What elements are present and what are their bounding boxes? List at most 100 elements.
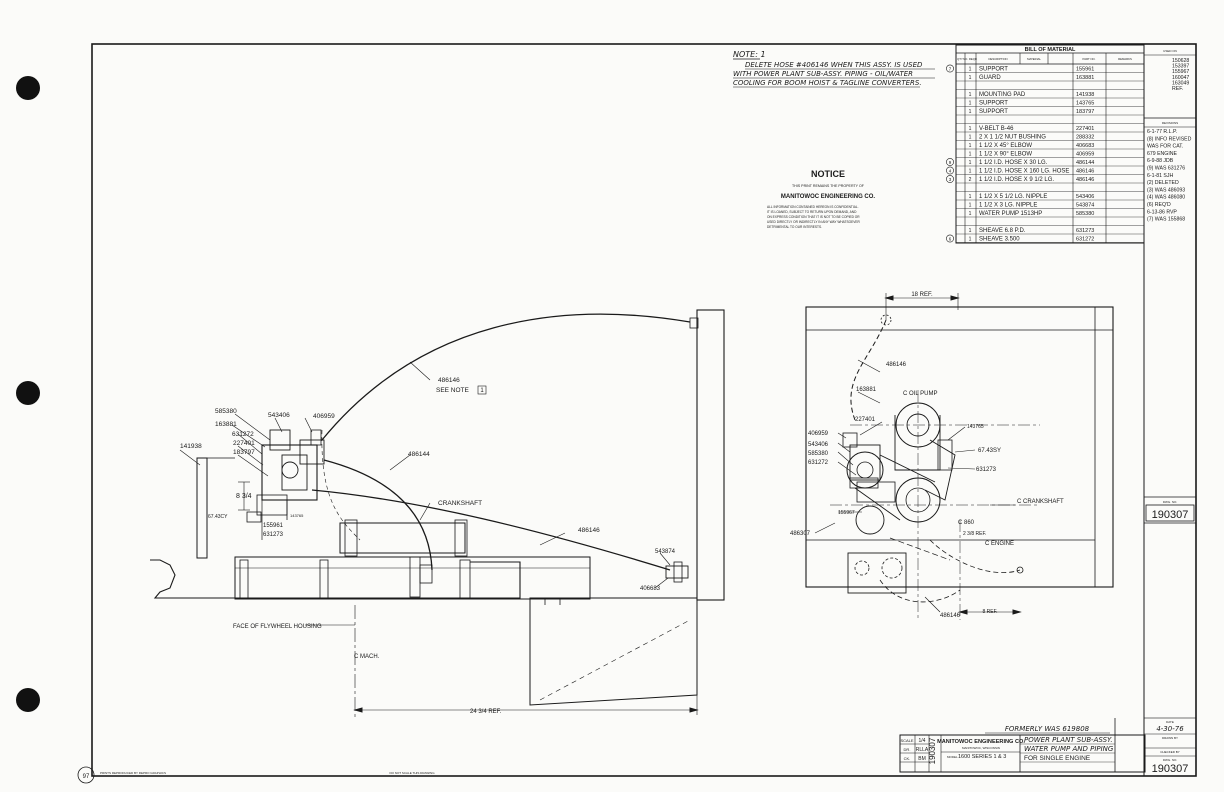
- tb-ck-label: CK.: [904, 756, 911, 761]
- notice-company: MANITOWOC ENGINEERING CO.: [781, 194, 876, 200]
- left-dim-8: 8 3/4: [236, 493, 252, 500]
- bom-row-description: SUPPORT: [979, 101, 1008, 107]
- right-hose-486146: [850, 319, 887, 421]
- bom-row-part-no: 227401: [1076, 126, 1094, 132]
- left-label-631273: 631273: [263, 532, 284, 538]
- bom-row-part-no: 155961: [1076, 67, 1094, 73]
- bom-row-description: 2 X 1 1/2 NUT BUSHING: [979, 135, 1046, 141]
- bom-row-part-no: 486146: [1076, 169, 1094, 175]
- left-pump-body: [261, 444, 318, 501]
- notice-body-3: ON EXPRESS CONDITION THAT IT IS NOT TO B…: [767, 215, 860, 219]
- bom-row-description: V-BELT B-46: [979, 126, 1014, 132]
- left-label-227401: 227401: [233, 440, 255, 447]
- tb-dwg-label: DWG. NO.: [1163, 758, 1177, 762]
- tb-vertical-dwg-no: 190307: [928, 737, 937, 764]
- punch-hole-top: [16, 76, 40, 100]
- right-label-631273: 631273: [976, 467, 997, 473]
- notice-body-1: ALL INFORMATION CONTAINED HEREON IS CONF…: [767, 205, 859, 209]
- left-label-543406: 543406: [268, 412, 290, 419]
- bom-header-material: MATERIAL: [1027, 57, 1041, 61]
- bom-row-qty: 1: [969, 152, 972, 158]
- bom-row-qty: 1: [969, 92, 972, 98]
- left-rail: [234, 556, 591, 600]
- left-label-406683: 406683: [640, 586, 661, 592]
- tb-dwg-no: 190307: [1152, 763, 1189, 775]
- left-label-183797: 183797: [233, 449, 255, 456]
- left-label-crankshaft: CRANKSHAFT: [438, 500, 482, 507]
- left-see-note-number: 1: [480, 388, 484, 394]
- bom-row-qty: 1: [969, 143, 972, 149]
- left-label-406959: 406959: [313, 413, 335, 420]
- used-on-item: 153397: [1172, 64, 1189, 70]
- tb-dr: RLLA: [916, 747, 929, 753]
- tb-scale-label: SCALE: [900, 738, 913, 743]
- notice-line1: THIS PRINT REMAINS THE PROPERTY OF: [792, 184, 865, 188]
- used-on-item: 160047: [1172, 75, 1189, 81]
- revision-note: 6-1-81 SJH: [1147, 173, 1173, 179]
- left-label-141938: 141938: [180, 443, 202, 450]
- bom-row-description: SHEAVE 6.8 P.D.: [979, 228, 1026, 234]
- left-frame-outline: [150, 559, 521, 599]
- bom-row-qty: 1: [969, 194, 972, 200]
- used-on-header: USED ON: [1163, 49, 1177, 53]
- tb-scale: 1/4: [919, 738, 926, 744]
- bom-row-qty: 1: [969, 135, 972, 141]
- tb-company: MANITOWOC ENGINEERING CO.: [937, 739, 1025, 745]
- bom-row-description: 1 1/2 I.D. HOSE X 9 1/2 LG.: [979, 177, 1054, 183]
- bom-row-description: 1 1/2 I.D. HOSE X 160 LG. HOSE: [979, 169, 1069, 175]
- left-label-486145: 486144: [408, 451, 430, 458]
- bom-row-part-no: 183797: [1076, 109, 1094, 115]
- tb-model-label: MODEL: [947, 755, 958, 759]
- hose-486144: [311, 489, 671, 571]
- right-view-labels: 18 REF. 486146 163881 C OIL PUMP 227401 …: [790, 292, 1064, 619]
- left-lower-tank: [529, 597, 698, 706]
- right-dim-860: C 860: [958, 520, 975, 526]
- left-label-631272: 631272: [232, 431, 254, 438]
- bom-row-qty: 1: [969, 109, 972, 115]
- right-label-163881: 163881: [856, 387, 877, 393]
- right-dim-2-3-8: 2 3/8 REF.: [963, 531, 986, 537]
- right-view: [805, 293, 1114, 620]
- bom-row-qty: 1: [969, 126, 972, 132]
- bom-header-qty: QTY: [957, 57, 963, 61]
- bom-title: BILL OF MATERIAL: [1025, 47, 1076, 53]
- tb-title-2: WATER PUMP AND PIPING: [1024, 745, 1114, 753]
- left-label-543874: 543874: [655, 549, 676, 555]
- right-crank-pulley: [855, 505, 885, 535]
- punch-hole-middle: [16, 381, 40, 405]
- bom-row-qty: 1: [969, 169, 972, 175]
- left-label-585380: 585380: [215, 408, 237, 415]
- dwg-no-header: DWG. NO.: [1163, 500, 1177, 504]
- note-line-1: DELETE HOSE #406146 WHEN THIS ASSY. IS U…: [745, 61, 923, 69]
- bom-row-description: SUPPORT: [979, 109, 1008, 115]
- right-dim-bottom: 8 REF.: [982, 609, 997, 615]
- footer-mid: DO NOT SCALE THIS DRAWING: [389, 771, 435, 775]
- notice-block: NOTICE THIS PRINT REMAINS THE PROPERTY O…: [767, 169, 875, 229]
- bom-row-part-no: 143765: [1076, 101, 1094, 107]
- revision-column: USED ON 150628153397155967160047163049RE…: [1143, 44, 1196, 776]
- left-label-486146-top: 486146: [438, 377, 460, 384]
- bom-row-part-no: 141938: [1076, 92, 1094, 98]
- note-line-3: COOLING FOR BOOM HOIST & TAGLINE CONVERT…: [733, 79, 922, 87]
- footer-left: PRINTS REPRODUCED BY REPRO GRAPHICS: [100, 771, 166, 775]
- bom-row-description: SHEAVE 3.500: [979, 237, 1020, 243]
- bom-row-qty: 1: [969, 237, 972, 243]
- tb-company-sub: MANITOWOC, WISCONSIN: [962, 746, 1000, 750]
- bom-row-callout-number: 6: [949, 236, 952, 241]
- notice-body-5: DETRIMENTAL TO OUR INTERESTS.: [767, 225, 822, 229]
- tb-dr-label: DR.: [904, 747, 911, 752]
- notice-body-4: USED DIRECTLY OR INDIRECTLY IN ANY WAY W…: [767, 220, 860, 224]
- revision-note: (3) WAS 486093: [1147, 187, 1185, 193]
- right-label-486146: 486146: [886, 362, 907, 368]
- revision-note: (2) DELETED: [1147, 180, 1179, 186]
- right-label-crankshaft: C CRANKSHAFT: [1017, 499, 1064, 505]
- right-label-engine: C ENGINE: [985, 541, 1014, 547]
- bom-row-part-no: 585380: [1076, 211, 1094, 217]
- title-block: FORMERLY WAS 619808 SCALE 1/4 DR. RLLA C…: [899, 717, 1197, 777]
- bom-row-part-no: 163881: [1076, 75, 1094, 81]
- right-label-486307: 486307: [790, 531, 811, 537]
- tb-drawn-label: DRAWN BY: [1162, 736, 1178, 740]
- tb-ck: BM: [918, 756, 926, 762]
- right-label-oil-pump: C OIL PUMP: [903, 391, 937, 397]
- left-label-486146-lower: 486146: [578, 527, 600, 534]
